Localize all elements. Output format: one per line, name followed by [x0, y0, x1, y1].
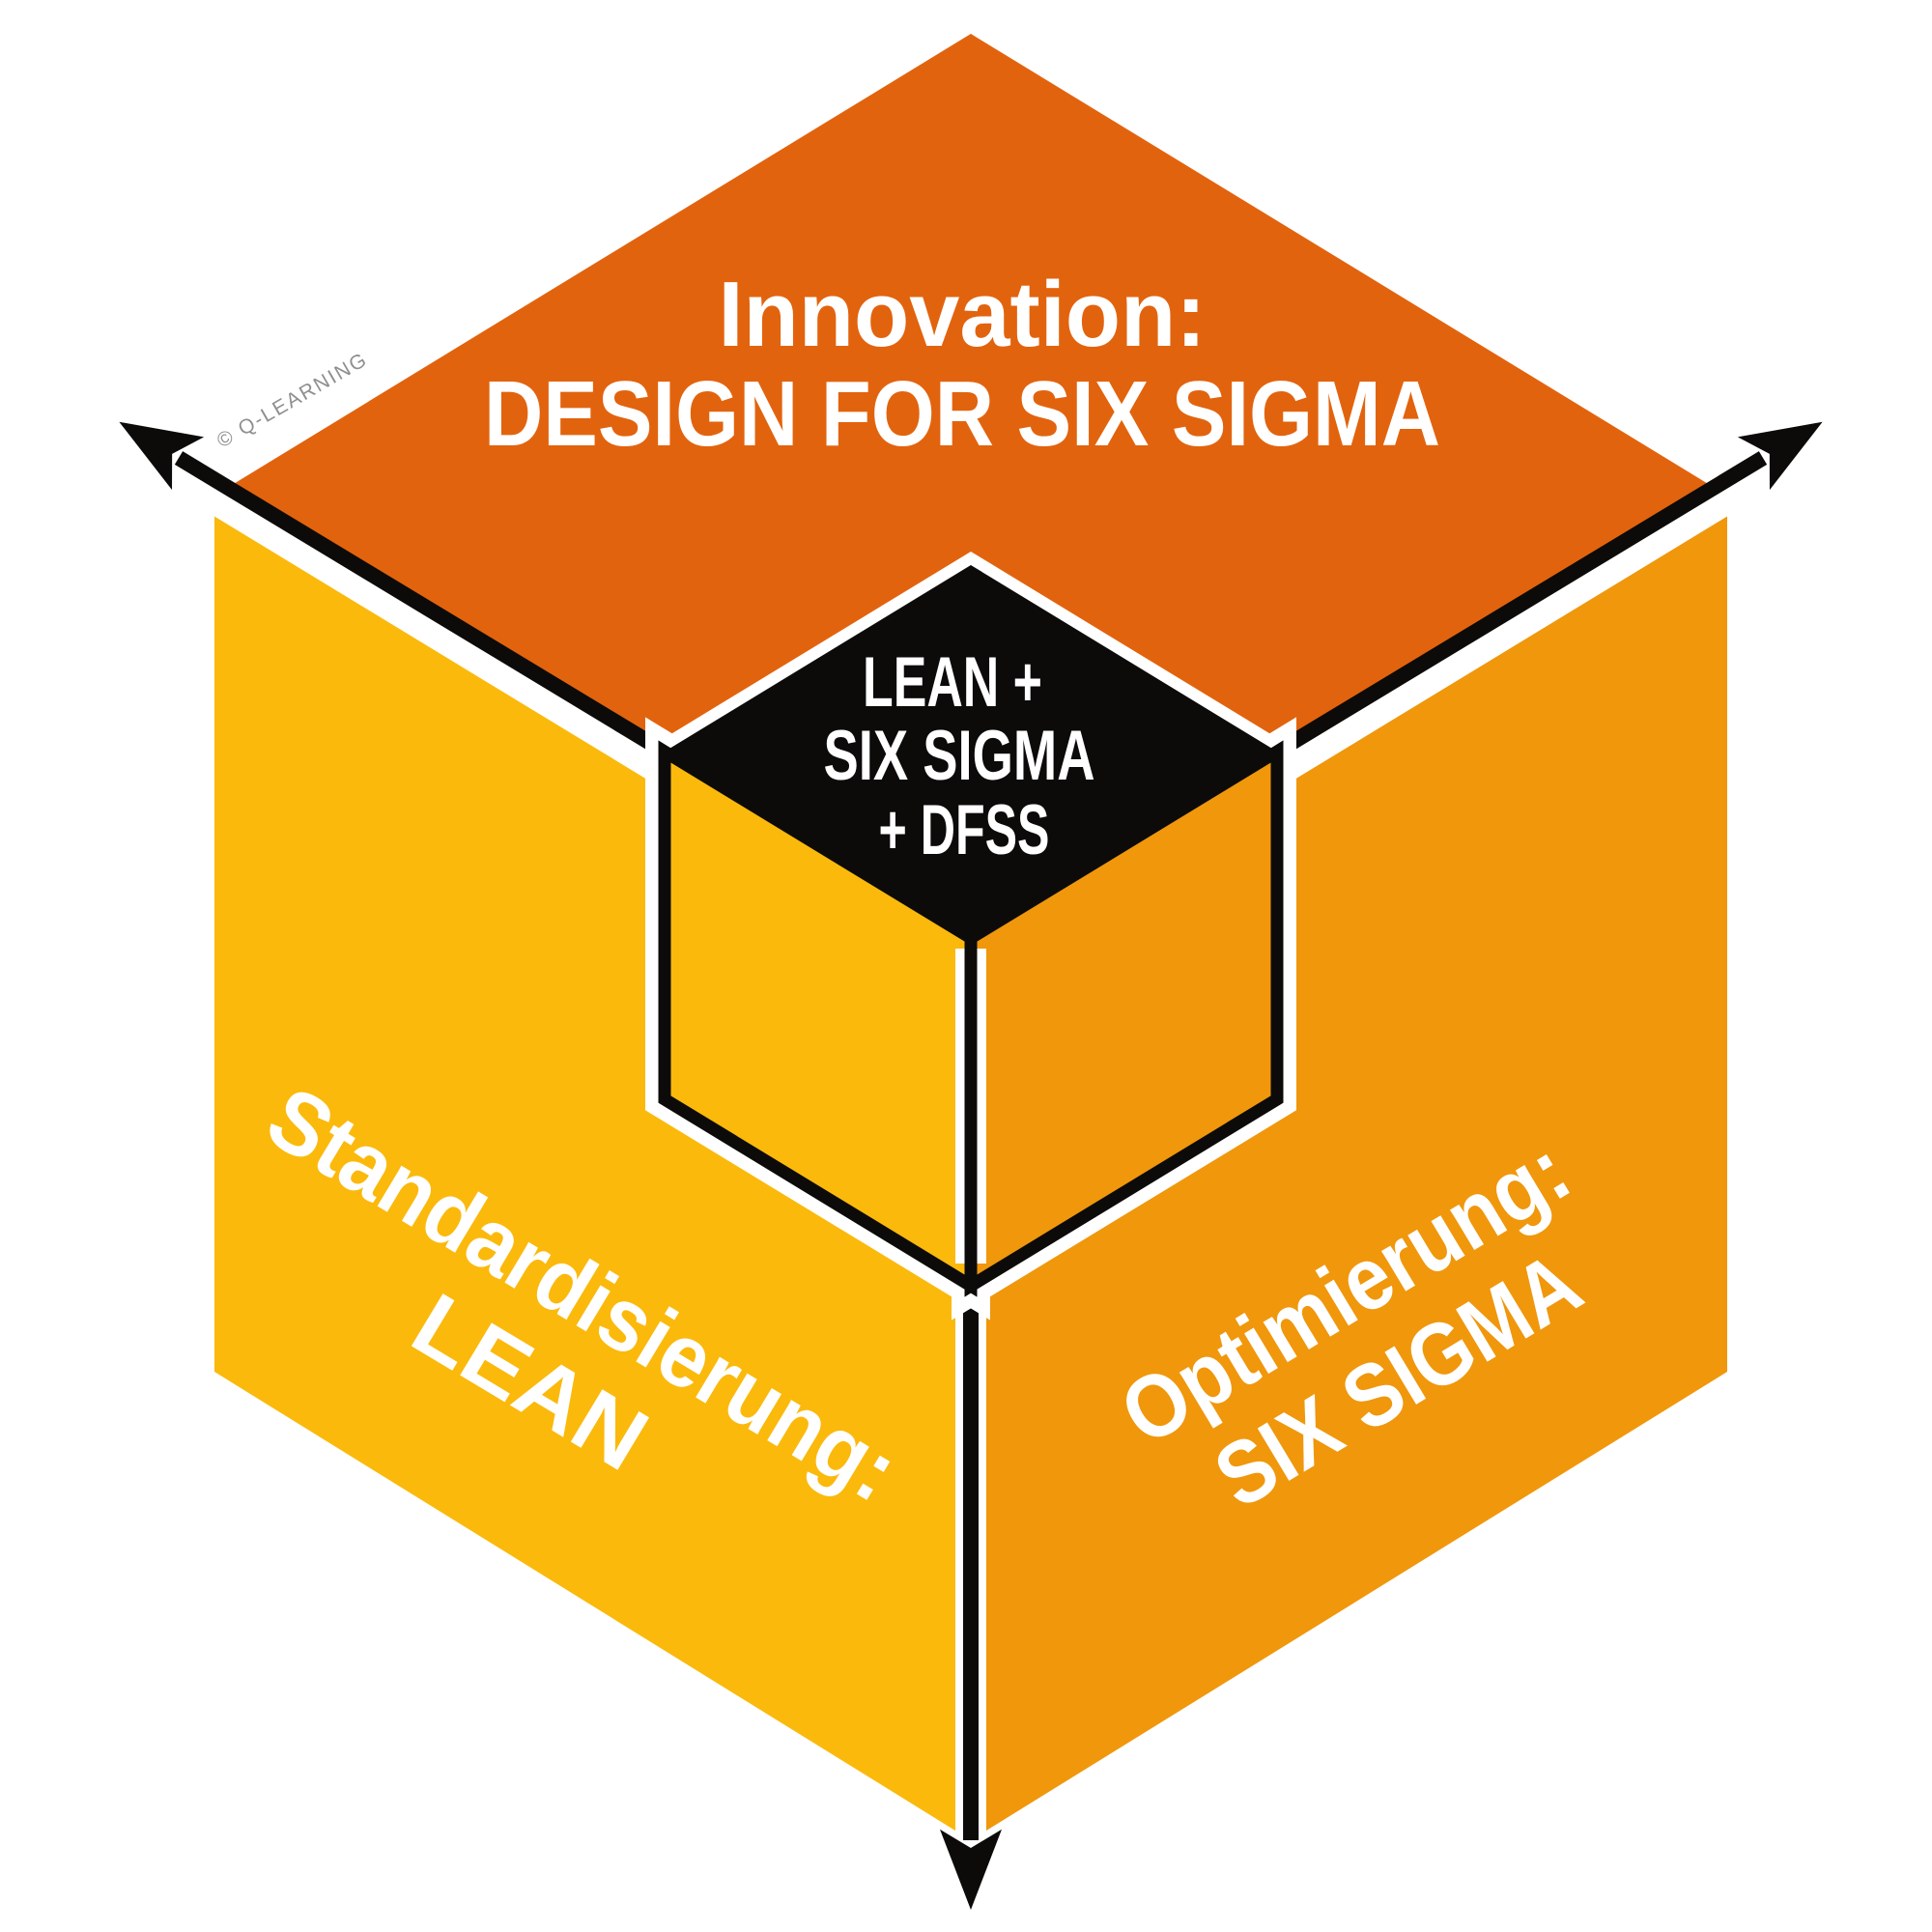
top-face-label-line1: Innovation:	[719, 263, 1207, 366]
arrow-up-left	[119, 421, 669, 758]
center-cube-label-line2: SIX SIGMA	[824, 717, 1095, 795]
top-face-label-line2: DESIGN FOR SIX SIGMA	[484, 362, 1440, 466]
notch-cube	[641, 551, 1300, 1321]
top-face-label: Innovation: DESIGN FOR SIX SIGMA	[484, 263, 1440, 466]
arrow-up-right	[1272, 421, 1823, 758]
cube-right-face	[971, 496, 1727, 1840]
center-cube-label: LEAN + SIX SIGMA + DFSS	[824, 643, 1095, 869]
center-cube-label-line3: + DFSS	[879, 791, 1050, 869]
center-cube-label-line1: LEAN +	[863, 643, 1042, 722]
cube-top-face	[214, 34, 1727, 958]
cube-left-face	[214, 496, 971, 1840]
